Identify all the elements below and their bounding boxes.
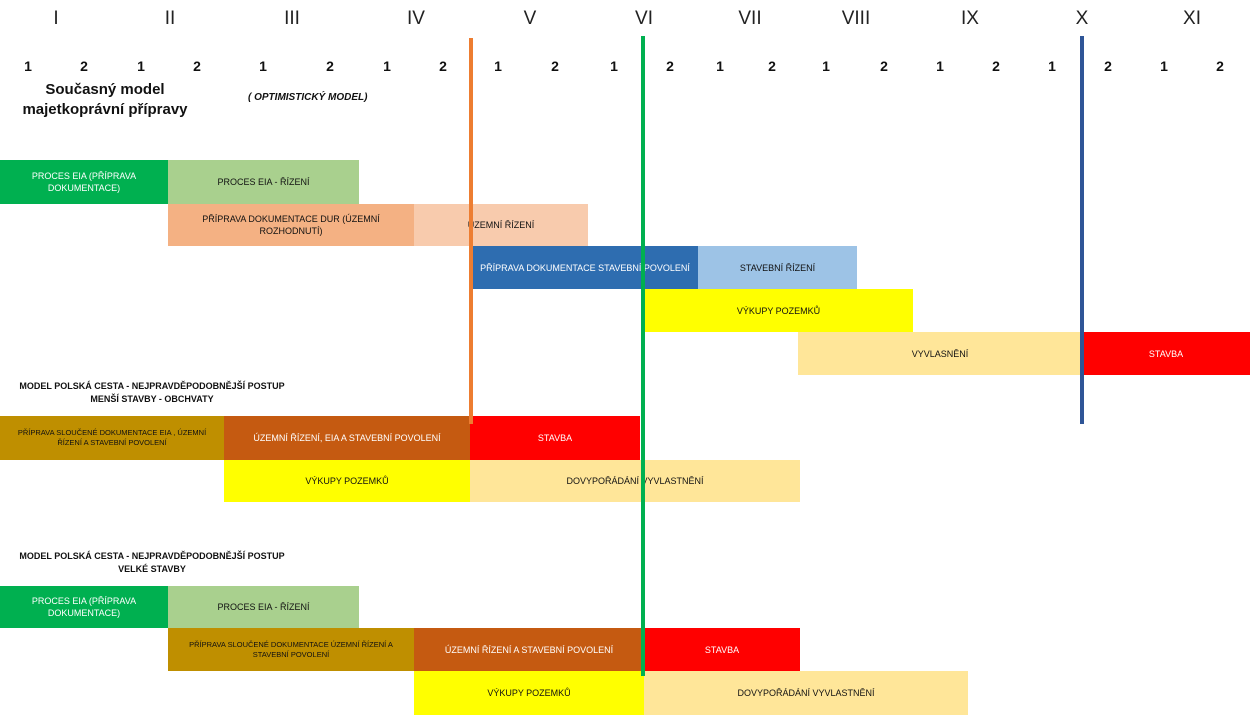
large-model-title: MODEL POLSKÁ CESTA - NEJPRAVDĚPODOBNĚJŠÍ… bbox=[0, 550, 304, 576]
gantt-bar: PŘÍPRAVA DOKUMENTACE STAVEBNÍ POVOLENÍ bbox=[472, 246, 698, 289]
gantt-bar: ÚZEMNÍ ŘÍZENÍ A STAVEBNÍ POVOLENÍ bbox=[414, 628, 644, 671]
gantt-bar: STAVBA bbox=[644, 628, 800, 671]
half-period-label: 1 bbox=[822, 58, 830, 74]
half-period-label: 1 bbox=[24, 58, 32, 74]
milestone-line bbox=[641, 36, 645, 676]
gantt-bar-label: PROCES EIA (PŘÍPRAVA DOKUMENTACE) bbox=[31, 596, 137, 618]
gantt-bar-label: VYVLASNĚNÍ bbox=[911, 348, 969, 359]
gantt-bar: DOVYPOŘÁDÁNÍ VYVLASTNĚNÍ bbox=[644, 671, 968, 715]
gantt-bar: VÝKUPY POZEMKŮ bbox=[414, 671, 644, 715]
milestone-line bbox=[469, 38, 473, 424]
half-period-label: 1 bbox=[137, 58, 145, 74]
milestone-line bbox=[1080, 36, 1084, 424]
period-label: VIII bbox=[841, 8, 871, 29]
period-label: XI bbox=[1183, 8, 1201, 29]
period-label: X bbox=[1075, 8, 1089, 29]
current-model-title: Současný model majetkoprávní přípravy bbox=[22, 81, 188, 118]
gantt-bar-label: PROCES EIA - ŘÍZENÍ bbox=[217, 602, 310, 612]
half-period-label: 2 bbox=[768, 58, 776, 74]
half-period-label: 1 bbox=[1160, 58, 1168, 74]
half-period-label: 2 bbox=[80, 58, 88, 74]
gantt-bar-label: STAVBA bbox=[537, 433, 573, 443]
gantt-bar-label: PŘÍPRAVA DOKUMENTACE STAVEBNÍ POVOLENÍ bbox=[480, 262, 690, 273]
half-period-label: 2 bbox=[1104, 58, 1112, 74]
gantt-bar-label: STAVBA bbox=[1148, 348, 1184, 359]
gantt-bar: PROCES EIA - ŘÍZENÍ bbox=[168, 160, 359, 204]
gantt-bar-label: ÚZEMNÍ ŘÍZENÍ bbox=[467, 220, 535, 230]
gantt-bar: PROCES EIA - ŘÍZENÍ bbox=[168, 586, 359, 628]
half-period-label: 2 bbox=[326, 58, 334, 74]
half-period-label: 1 bbox=[383, 58, 391, 74]
half-period-label: 1 bbox=[494, 58, 502, 74]
half-period-label: 1 bbox=[716, 58, 724, 74]
half-period-label: 1 bbox=[936, 58, 944, 74]
gantt-bar: PŘÍPRAVA SLOUČENÉ DOKUMENTACE EIA , ÚZEM… bbox=[0, 416, 224, 460]
gantt-bar-label: DOVYPOŘÁDÁNÍ VYVLASTNĚNÍ bbox=[566, 476, 704, 486]
half-period-label: 1 bbox=[610, 58, 618, 74]
gantt-bar: VÝKUPY POZEMKŮ bbox=[224, 460, 470, 502]
period-label: IX bbox=[961, 8, 979, 29]
gantt-bar-label: DOVYPOŘÁDÁNÍ VYVLASTNĚNÍ bbox=[737, 688, 875, 698]
period-label: II bbox=[164, 8, 176, 29]
half-period-label: 2 bbox=[880, 58, 888, 74]
gantt-bar: STAVEBNÍ ŘÍZENÍ bbox=[698, 246, 857, 289]
gantt-bar: STAVBA bbox=[1082, 332, 1250, 375]
optimistic-model-note: ( OPTIMISTICKÝ MODEL) bbox=[248, 92, 368, 103]
gantt-bar: PROCES EIA (PŘÍPRAVA DOKUMENTACE) bbox=[0, 160, 168, 204]
period-label: I bbox=[53, 8, 59, 29]
period-label: VI bbox=[635, 8, 653, 29]
gantt-bar: VYVLASNĚNÍ bbox=[798, 332, 1082, 375]
half-period-label: 2 bbox=[666, 58, 674, 74]
half-period-label: 1 bbox=[259, 58, 267, 74]
half-period-label: 2 bbox=[551, 58, 559, 74]
gantt-bar-label: ÚZEMNÍ ŘÍZENÍ, EIA A STAVEBNÍ POVOLENÍ bbox=[253, 433, 441, 443]
gantt-bar-label: VÝKUPY POZEMKŮ bbox=[305, 476, 389, 486]
half-period-label: 2 bbox=[439, 58, 447, 74]
gantt-bar-label: VÝKUPY POZEMKŮ bbox=[736, 305, 821, 316]
small-model-title-line1: MODEL POLSKÁ CESTA - NEJPRAVDĚPODOBNĚJŠÍ… bbox=[19, 381, 285, 391]
gantt-bar-label: PROCES EIA (PŘÍPRAVA DOKUMENTACE) bbox=[31, 171, 137, 193]
gantt-bar-label: ÚZEMNÍ ŘÍZENÍ A STAVEBNÍ POVOLENÍ bbox=[444, 644, 614, 655]
large-model-title-line2: VELKÉ STAVBY bbox=[118, 564, 186, 574]
gantt-bar: PROCES EIA (PŘÍPRAVA DOKUMENTACE) bbox=[0, 586, 168, 628]
gantt-bar-label: VÝKUPY POZEMKŮ bbox=[487, 688, 571, 698]
gantt-bar-label: PROCES EIA - ŘÍZENÍ bbox=[217, 177, 310, 187]
gantt-bar-label: STAVEBNÍ ŘÍZENÍ bbox=[739, 262, 816, 273]
half-period-label: 2 bbox=[193, 58, 201, 74]
gantt-bar-label: STAVBA bbox=[704, 644, 740, 655]
gantt-bar-label: PŘÍPRAVA SLOUČENÉ DOKUMENTACE EIA , ÚZEM… bbox=[17, 428, 207, 447]
gantt-bar-label: PŘÍPRAVA SLOUČENÉ DOKUMENTACE ÚZEMNÍ ŘÍZ… bbox=[189, 639, 393, 659]
small-model-title: MODEL POLSKÁ CESTA - NEJPRAVDĚPODOBNĚJŠÍ… bbox=[0, 380, 304, 406]
gantt-bar: ÚZEMNÍ ŘÍZENÍ bbox=[414, 204, 588, 246]
gantt-bar: DOVYPOŘÁDÁNÍ VYVLASTNĚNÍ bbox=[470, 460, 800, 502]
gantt-bar: STAVBA bbox=[470, 416, 640, 460]
gantt-bar: PŘÍPRAVA SLOUČENÉ DOKUMENTACE ÚZEMNÍ ŘÍZ… bbox=[168, 628, 414, 671]
period-label: VII bbox=[738, 8, 762, 29]
large-model-title-line1: MODEL POLSKÁ CESTA - NEJPRAVDĚPODOBNĚJŠÍ… bbox=[19, 551, 285, 561]
half-period-label: 2 bbox=[1216, 58, 1224, 74]
half-period-label: 2 bbox=[992, 58, 1000, 74]
half-period-label: 1 bbox=[1048, 58, 1056, 74]
gantt-bar-label: PŘÍPRAVA DOKUMENTACE DUR (ÚZEMNÍ ROZHODN… bbox=[202, 214, 380, 236]
gantt-bar: VÝKUPY POZEMKŮ bbox=[644, 289, 913, 332]
gantt-bar: PŘÍPRAVA DOKUMENTACE DUR (ÚZEMNÍ ROZHODN… bbox=[168, 204, 414, 246]
period-label: IV bbox=[407, 8, 425, 29]
period-label: III bbox=[284, 8, 300, 29]
small-model-title-line2: MENŠÍ STAVBY - OBCHVATY bbox=[90, 394, 214, 404]
period-label: V bbox=[523, 8, 537, 29]
gantt-bar: ÚZEMNÍ ŘÍZENÍ, EIA A STAVEBNÍ POVOLENÍ bbox=[224, 416, 470, 460]
